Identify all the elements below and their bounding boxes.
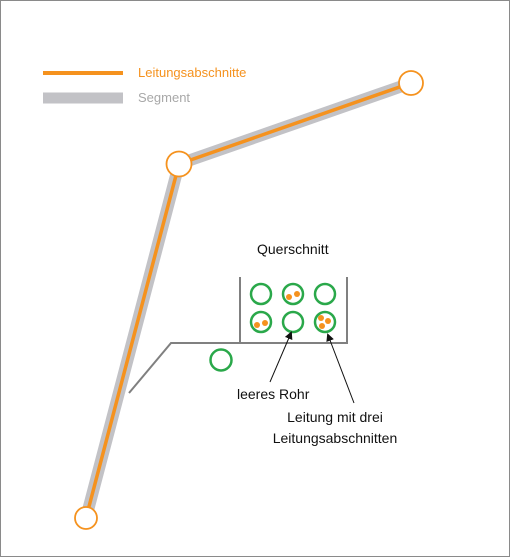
pipe-three-cables — [313, 310, 337, 334]
annotation-cable-line2: Leitungsabschnitten — [272, 430, 398, 446]
cable-dot — [294, 291, 300, 297]
annotation-cable-line1: Leitung mit drei — [287, 409, 383, 425]
arrow-empty-pipe — [269, 331, 293, 383]
legend-segment-label: Segment — [138, 90, 191, 105]
node-bottom — [74, 506, 98, 530]
cable-dot — [286, 294, 292, 300]
pipe-empty-annotated — [281, 310, 305, 334]
node-top-right — [398, 70, 424, 96]
pipe-empty-1 — [249, 282, 273, 306]
cross-section-box — [239, 277, 348, 344]
cable-dot — [319, 323, 325, 329]
standalone-pipe — [209, 348, 233, 372]
pipe-group — [249, 282, 337, 334]
pipe-with-cables-2 — [249, 310, 273, 334]
cable-dot — [262, 320, 268, 326]
legend-cable-label: Leitungsabschnitte — [138, 65, 247, 80]
cross-section-connector — [128, 342, 240, 394]
segment-line — [80, 77, 413, 520]
cable-line — [84, 81, 412, 519]
cable-dot — [325, 318, 331, 324]
cable-dot — [318, 315, 324, 321]
annotation-empty-pipe: leeres Rohr — [237, 386, 310, 402]
cross-section-title: Querschnitt — [257, 241, 329, 257]
node-middle — [165, 150, 193, 178]
arrow-cable-pipe — [326, 333, 355, 404]
cable-dot — [254, 322, 260, 328]
pipe-empty-2 — [313, 282, 337, 306]
